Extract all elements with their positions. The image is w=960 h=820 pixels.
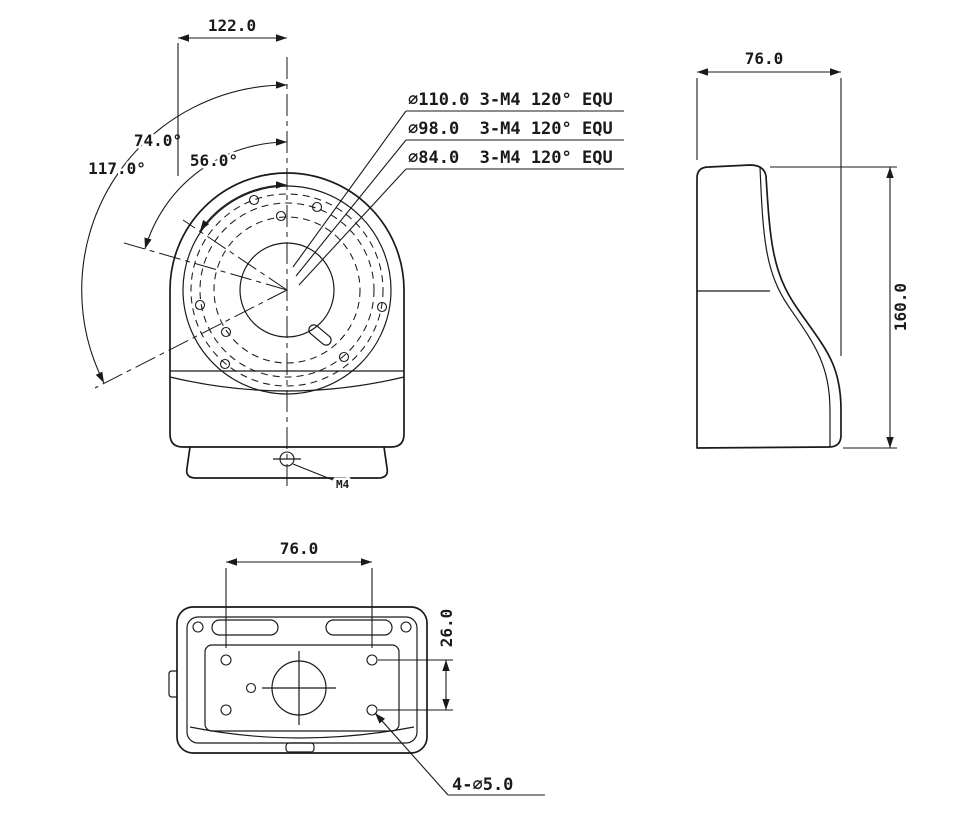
side-depth-dimension: 76.0 <box>696 47 842 356</box>
bolt-circle-callouts: ∅110.0 3-M4 120° EQU ∅98.0 3-M4 120° EQU… <box>292 88 624 286</box>
leader-line <box>292 110 407 268</box>
callout-bc98: ∅98.0 3-M4 120° EQU <box>408 119 613 139</box>
vent-slot-right <box>325 619 393 636</box>
angle-ray-117 <box>94 289 288 389</box>
bolt-hole <box>338 351 350 363</box>
cable-slot <box>308 324 332 346</box>
mount-hole <box>366 704 378 716</box>
m4-leader <box>292 463 334 481</box>
leader-line <box>295 139 407 277</box>
side-body-outline <box>696 164 842 449</box>
front-width-label: 122.0 <box>208 16 256 35</box>
side-height-dimension: 160.0 <box>770 166 913 449</box>
m4-label: M4 <box>336 478 350 491</box>
bolt-hole <box>311 201 323 213</box>
angle-arc-56 <box>199 181 288 232</box>
bolt-hole <box>248 194 260 206</box>
corner-screw-boss <box>192 621 204 633</box>
hole-callout: 4-∅5.0 <box>374 712 545 798</box>
bolt-hole <box>220 326 232 338</box>
bolt-hole <box>194 299 206 311</box>
side-view: 76.0 160.0 <box>696 47 913 449</box>
bolt-hole <box>275 210 287 222</box>
vent-slot-left <box>211 619 279 636</box>
side-height-label: 160.0 <box>891 283 910 331</box>
mount-hole <box>220 704 232 716</box>
bolt-hole <box>376 301 388 313</box>
mounting-plate <box>204 644 400 732</box>
leader-line <box>298 168 407 286</box>
small-hole <box>245 682 257 694</box>
callout-bc110: ∅110.0 3-M4 120° EQU <box>408 90 613 110</box>
bottom-inner-wall <box>186 616 418 744</box>
bottom-inner-curve <box>189 726 415 739</box>
leader-line <box>374 712 449 796</box>
angle-label-56: 56.0° <box>190 151 238 170</box>
corner-screw-boss <box>400 621 412 633</box>
angle-arc-117 <box>81 81 288 384</box>
callout-bc84: ∅84.0 3-M4 120° EQU <box>408 148 613 168</box>
angle-label-74: 74.0° <box>134 131 182 150</box>
bottom-spacing-dimension: 26.0 <box>378 606 459 711</box>
angle-label-117: 117.0° <box>88 159 146 178</box>
mount-hole <box>220 654 232 666</box>
bottom-clip-tab <box>285 742 315 753</box>
side-latch-tab <box>168 670 177 698</box>
front-width-dimension: 122.0 <box>177 14 287 176</box>
bottom-spacing-label: 26.0 <box>437 609 456 648</box>
bolt-hole <box>219 358 231 370</box>
bottom-view: 76.0 26.0 4-∅5.0 <box>168 537 545 798</box>
bottom-outer-shell <box>176 606 428 754</box>
hole-callout-label: 4-∅5.0 <box>452 775 513 795</box>
bottom-width-dimension: 76.0 <box>225 537 373 648</box>
bolt-circle-98 <box>199 202 375 378</box>
side-depth-label: 76.0 <box>745 49 784 68</box>
mount-hole <box>366 654 378 666</box>
front-bottom-hole: M4 <box>273 451 352 494</box>
angle-ray-56 <box>182 219 288 291</box>
side-inner-seam <box>759 166 831 447</box>
bottom-width-label: 76.0 <box>280 539 319 558</box>
front-view: 56.0° 74.0° 117.0° 122.0 ∅110.0 3-M4 120… <box>81 14 624 494</box>
